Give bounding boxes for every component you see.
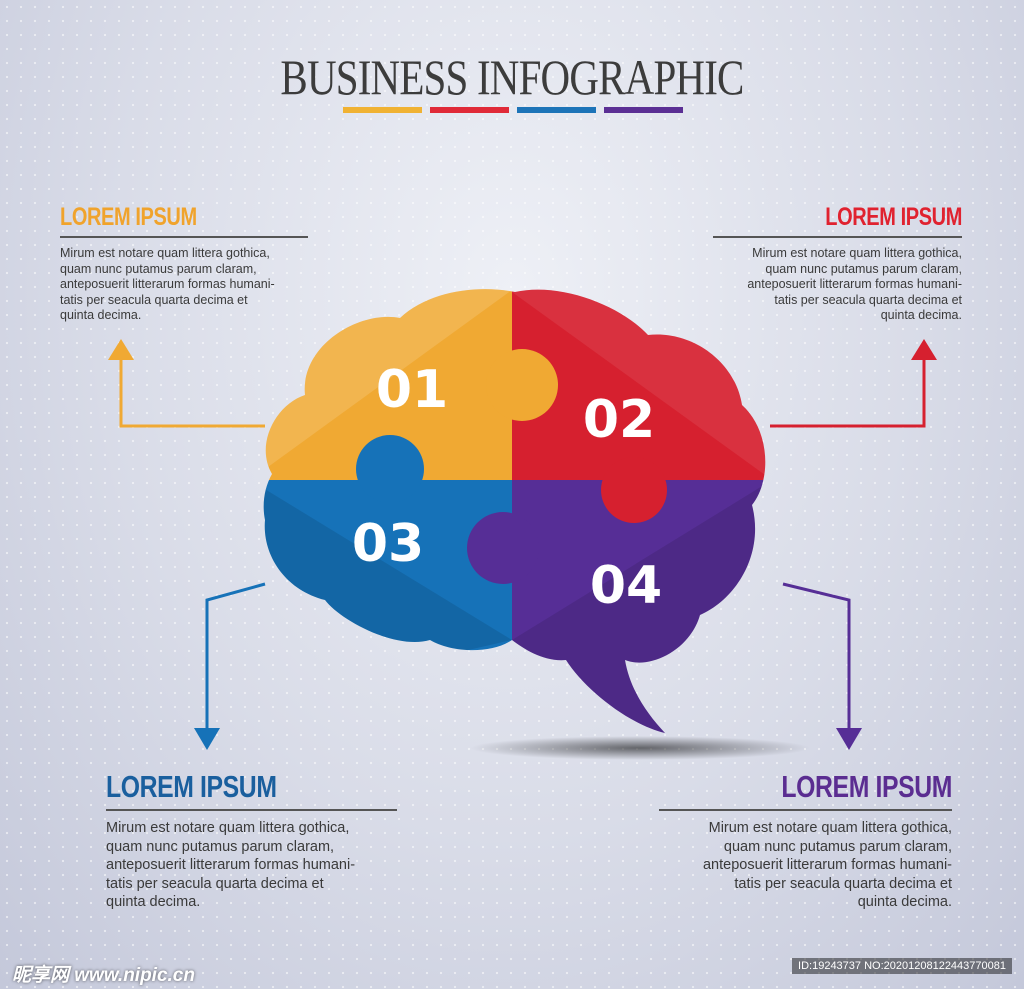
info-block-02: LOREM IPSUM Mirum est notare quam litter… (713, 203, 962, 324)
arrow-up-icon (108, 339, 134, 360)
info-heading-04: LOREM IPSUM (781, 769, 952, 804)
divider (106, 809, 397, 811)
title-bar-yellow (343, 107, 422, 113)
puzzle-tab-04-left (467, 512, 539, 584)
puzzle-tab-02-down (601, 457, 667, 523)
info-text-04: Mirum est notare quam littera gothica, q… (702, 820, 952, 910)
connector-line-02 (770, 358, 926, 428)
connector-line-01 (119, 358, 265, 428)
title-bar-purple (604, 107, 683, 113)
connector-line-03 (205, 582, 266, 728)
watermark-left: 昵享网 www.nipic.cn (12, 965, 195, 986)
connector-04 (782, 582, 862, 750)
info-heading-03: LOREM IPSUM (106, 769, 277, 804)
info-heading-02: LOREM IPSUM (825, 203, 962, 231)
title-color-bars (343, 107, 683, 113)
arrow-down-icon (194, 728, 220, 750)
info-text-02: Mirum est notare quam littera gothica, q… (747, 246, 962, 322)
connector-03 (194, 582, 266, 750)
puzzle-tab-01-right (486, 349, 558, 421)
info-text-01: Mirum est notare quam littera gothica, q… (60, 246, 275, 322)
connector-02 (770, 339, 937, 428)
watermark-right: ID:19243737 NO:20201208122443770081 (792, 958, 1012, 974)
piece-number-04: 04 (590, 556, 662, 616)
connector-line-04 (782, 582, 851, 728)
info-block-01: LOREM IPSUM Mirum est notare quam litter… (60, 203, 308, 324)
piece-number-02: 02 (583, 390, 655, 450)
arrow-up-icon (911, 339, 937, 360)
brain-shadow (470, 736, 810, 760)
arrow-down-icon (836, 728, 862, 750)
piece-number-03: 03 (352, 514, 424, 574)
info-block-04: LOREM IPSUM Mirum est notare quam litter… (659, 769, 952, 912)
info-heading-01: LOREM IPSUM (60, 203, 197, 231)
info-text-03: Mirum est notare quam littera gothica, q… (106, 820, 356, 910)
connector-01 (108, 339, 265, 428)
puzzle-tab-03-up (356, 435, 424, 503)
page-title: BUSINESS INFOGRAPHIC (280, 49, 744, 105)
piece-number-01: 01 (376, 360, 448, 420)
divider (659, 809, 952, 811)
divider (713, 236, 962, 238)
title-bar-red (430, 107, 509, 113)
title-bar-blue (517, 107, 596, 113)
info-block-03: LOREM IPSUM Mirum est notare quam litter… (106, 769, 397, 912)
divider (60, 236, 308, 238)
